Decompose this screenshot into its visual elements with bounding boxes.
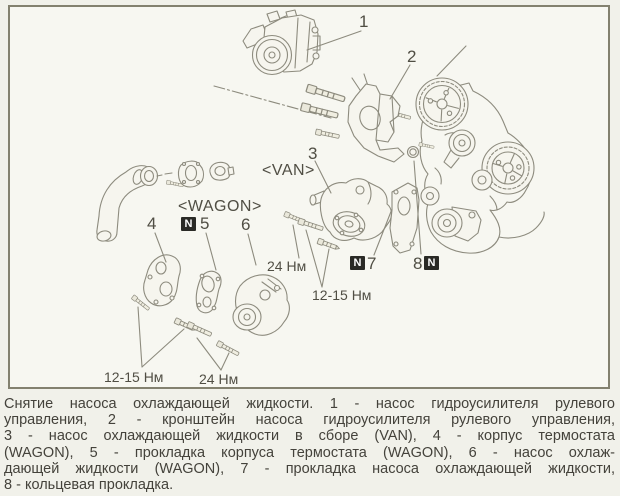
van-pump-gasket-drawing [389,182,420,254]
new-part-symbol: N [427,257,436,269]
variant-label-van: <VAN> [262,162,315,179]
callout-3: 3 [308,144,318,163]
callout-6: 6 [241,215,251,234]
caption-line: дающей жидкости (WAGON), 7 - прокладка н… [4,460,615,477]
thermostat-drawing [209,161,235,181]
callout-4: 4 [147,214,157,233]
wagon-water-pump-drawing [232,274,290,336]
new-part-badge-5: N [181,217,196,231]
new-part-badge-7: N [350,256,365,270]
installed-water-pump-drawing [431,206,482,242]
callout-8: 8 [413,254,423,273]
wagon-housing-gasket-drawing [195,270,222,314]
cap-ring-drawing [139,165,173,187]
caption-line: (WAGON), 5 - прокладка корпуса термостат… [4,444,615,461]
variant-label-wagon: <WAGON> [178,198,262,215]
caption: Снятие насоса охлаждающей жидкости. 1 - … [0,394,620,493]
new-part-symbol: N [184,218,193,230]
callout-5: 5 [200,214,210,233]
alignment-axis-line [213,85,332,119]
caption-line: 3 - насос охлаждающей жидкости в сборе (… [4,428,615,445]
callout-7: 7 [367,254,377,273]
water-hose-drawing [96,165,153,242]
callout-1: 1 [359,12,369,31]
van-water-pump-assembly-drawing [309,178,392,241]
callout-leader-lines [154,30,467,271]
power-steering-pump-drawing [242,9,321,76]
caption-line: Снятие насоса охлаждающей жидкости. 1 - … [4,396,615,412]
exploded-view-drawing [96,9,545,371]
new-part-symbol: N [353,257,362,269]
torque-label-van-12-15: 12-15 Нм [312,287,372,303]
o-ring-drawing [406,145,420,159]
water-outlet-fitting-drawing [177,160,205,188]
wagon-thermostat-housing-drawing [143,254,181,307]
pump-bracket-drawing [299,73,412,163]
torque-label-wagon-24: 24 Нм [199,371,239,387]
torque-label-wagon-12-15: 12-15 Нм [104,369,164,385]
callout-2: 2 [407,47,417,66]
engine-front-drawing [406,77,545,254]
new-part-badge-8: N [424,256,439,270]
caption-line: 8 - кольцевая прокладка. [4,476,174,493]
caption-line: управления, 2 - кронштейн насоса гидроус… [4,412,615,429]
torque-label-van-24: 24 Нм [267,258,307,274]
torque-leader-lines [137,224,330,371]
